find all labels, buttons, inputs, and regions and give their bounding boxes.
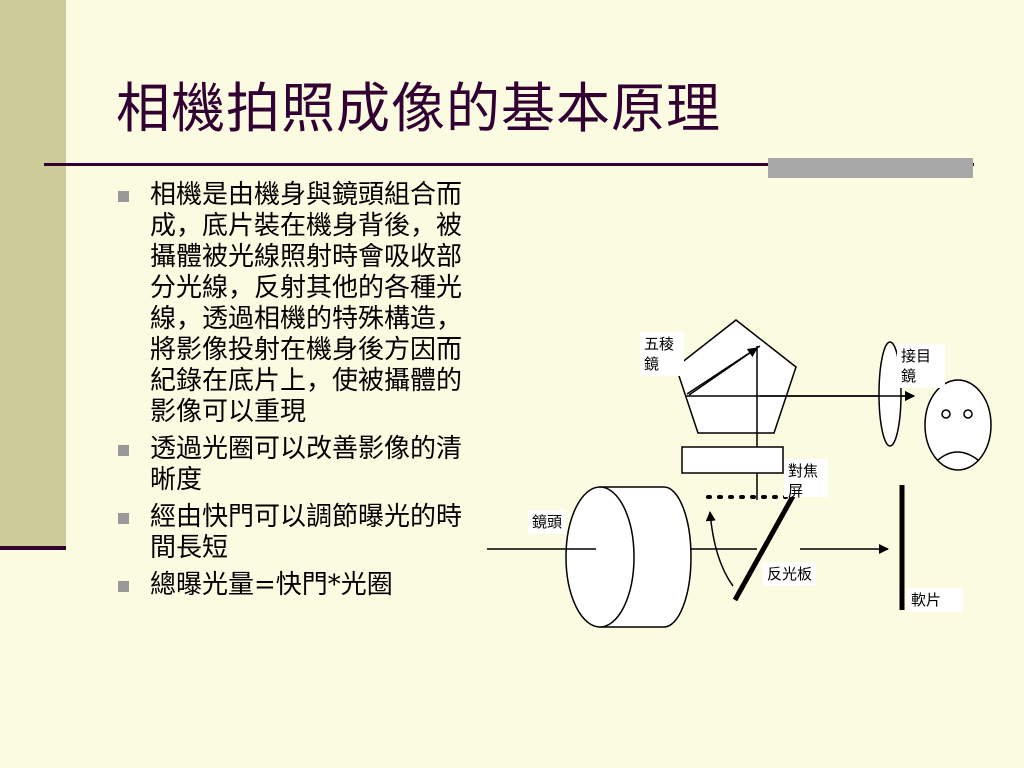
slide-title: 相機拍照成像的基本原理 xyxy=(116,77,721,140)
bullet-text: 經由快門可以調節曝光的時間長短 xyxy=(150,502,463,563)
bullet-item: 相機是由機身與鏡頭組合而成，底片裝在機身背後，被攝體被光線照射時會吸收部分光線，… xyxy=(116,180,486,428)
prism-light-path xyxy=(688,347,758,396)
viewer-eye-icon xyxy=(963,409,973,419)
viewer-eye-icon xyxy=(924,379,992,471)
bullet-marker-icon xyxy=(118,191,129,202)
bullet-item: 總曝光量=快門*光圈 xyxy=(116,570,486,601)
bullet-marker-icon xyxy=(118,581,129,592)
pentaprism-shape xyxy=(675,319,797,434)
bullet-marker-icon xyxy=(118,513,129,524)
lens-barrel-shape xyxy=(565,486,635,628)
film-label: 軟片 xyxy=(907,588,964,612)
title-divider xyxy=(44,163,974,166)
bullet-text: 透過光圈可以改善影像的清晰度 xyxy=(150,434,463,495)
left-accent-line xyxy=(0,546,66,550)
prism-label: 五稜鏡 xyxy=(640,332,684,376)
viewer-eye-icon xyxy=(941,409,951,419)
divider-accent-block xyxy=(768,158,973,178)
left-accent-bar xyxy=(0,0,66,546)
eyepiece-lens-shape xyxy=(878,341,902,447)
bullet-list: 相機是由機身與鏡頭組合而成，底片裝在機身背後，被攝體被光線照射時會吸收部分光線，… xyxy=(116,180,486,607)
bullet-item: 經由快門可以調節曝光的時間長短 xyxy=(116,502,486,564)
reflex-mirror-shape xyxy=(732,494,796,602)
mirror-swing-arrow xyxy=(705,511,734,587)
bullet-marker-icon xyxy=(118,445,129,456)
focus-screen-shape xyxy=(681,446,784,474)
bullet-item: 透過光圈可以改善影像的清晰度 xyxy=(116,434,486,496)
bullet-text: 相機是由機身與鏡頭組合而成，底片裝在機身背後，被攝體被光線照射時會吸收部分光線，… xyxy=(150,180,463,427)
focus-screen-label: 對焦屏 xyxy=(784,459,828,500)
mirror-label: 反光板 xyxy=(763,562,817,586)
viewer-eye-icon xyxy=(937,451,979,461)
bullet-text: 總曝光量=快門*光圈 xyxy=(150,570,393,600)
eyepiece-label: 接目鏡 xyxy=(897,344,945,388)
lens-label: 鏡頭 xyxy=(528,510,567,534)
